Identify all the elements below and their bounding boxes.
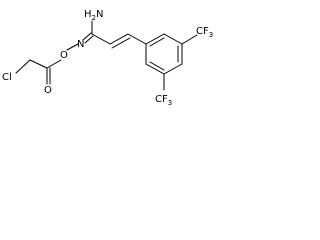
molecule-structure: Cl O O N H2N CF3 CF3 — [2, 9, 213, 107]
ring-inner-double-1 — [149, 37, 165, 47]
bond-amidine-vinyl — [91, 33, 111, 45]
bond-vinyl-ring — [127, 33, 147, 45]
cf3-bottom-text: CF — [155, 94, 168, 105]
bonds — [15, 20, 198, 91]
label-amine: H2N — [84, 9, 103, 22]
label-cf3-top: CF3 — [196, 26, 213, 39]
bond-n-amidine-double-1 — [82, 32, 92, 41]
atom-nitrogen-imine: N — [77, 39, 84, 50]
bond-cl-ch2 — [15, 59, 31, 74]
atom-oxygen-carbonyl: O — [44, 85, 52, 96]
atom-chlorine: Cl — [2, 72, 12, 83]
bond-vinyl-double-1 — [109, 33, 129, 45]
cf3-top-subscript: 3 — [209, 31, 213, 39]
ring-bond-2 — [163, 33, 183, 45]
bond-vinyl-double-2 — [111, 37, 131, 49]
atom-oxygen-ester: O — [60, 50, 68, 61]
cf3-top-text: CF — [196, 26, 209, 37]
bond-ring-cf3-top — [181, 34, 198, 45]
bond-oxygen-nitrogen — [66, 43, 79, 51]
amine-h: H — [84, 9, 92, 20]
amine-subscript: 2 — [92, 14, 96, 22]
bond-ch2-carbonyl — [29, 59, 48, 69]
cf3-bottom-subscript: 3 — [168, 99, 172, 107]
amine-n: N — [96, 9, 103, 20]
bond-n-amidine-double-2 — [84, 35, 94, 44]
label-cf3-bottom: CF3 — [155, 94, 172, 107]
chemical-structure-canvas: Cl O O N H2N CF3 CF3 — [0, 0, 217, 110]
ring-bond-4 — [163, 63, 183, 75]
ring-inner-double-3 — [149, 61, 165, 71]
ring-bond-1 — [145, 33, 165, 45]
bond-carbonyl-oxygen — [46, 59, 62, 69]
ring-bond-5 — [145, 63, 165, 75]
